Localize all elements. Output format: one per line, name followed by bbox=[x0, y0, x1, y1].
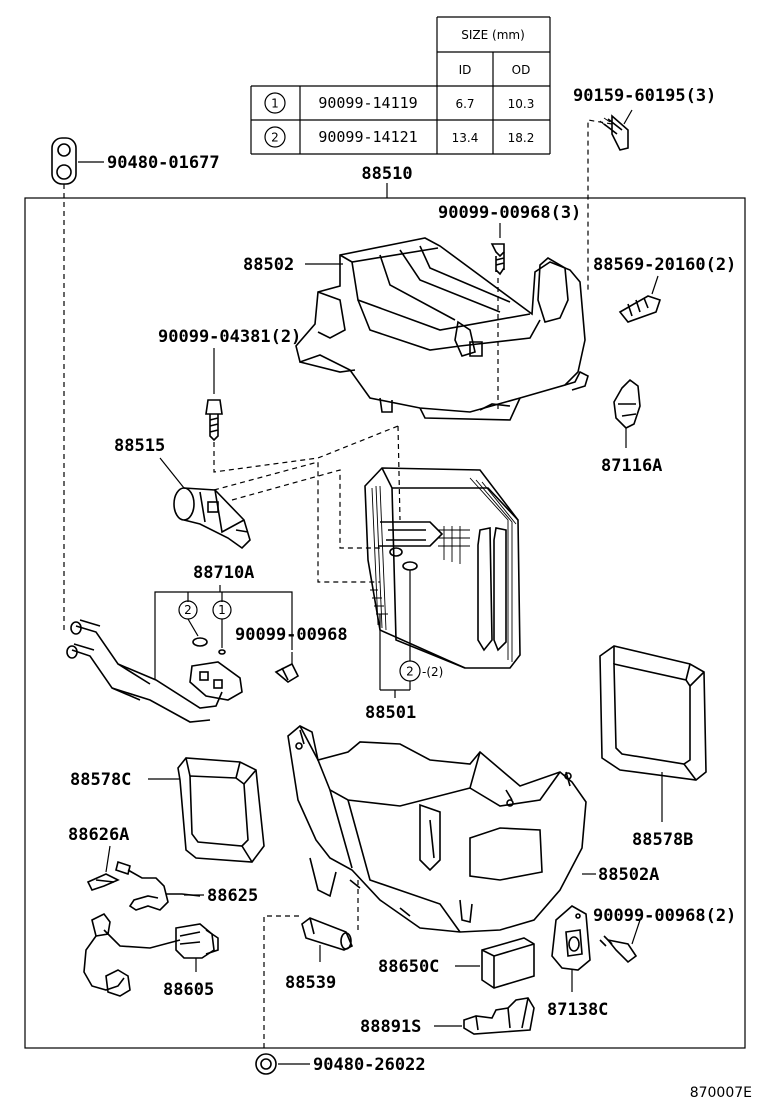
id-header: ID bbox=[459, 63, 472, 77]
label-90480-01677: 90480-01677 bbox=[107, 153, 220, 173]
row2-od: 18.2 bbox=[508, 131, 535, 145]
plate-87138C-icon bbox=[551, 905, 591, 971]
label-88578B: 88578B bbox=[632, 830, 693, 850]
bolt-90099-04381-icon bbox=[205, 399, 223, 442]
sensor-88625-icon bbox=[115, 860, 201, 911]
label-90159: 90159-60195(3) bbox=[573, 86, 716, 106]
label-88501: 88501 bbox=[365, 703, 416, 723]
screw-90099-00968-b-icon bbox=[274, 662, 300, 683]
label-88510: 88510 bbox=[361, 164, 412, 184]
label-87138C: 87138C bbox=[547, 1000, 608, 1020]
label-88539: 88539 bbox=[285, 973, 336, 993]
label-88710A: 88710A bbox=[193, 563, 254, 583]
lower-case-88502A-icon bbox=[287, 725, 587, 933]
label-88891S: 88891S bbox=[360, 1017, 421, 1037]
size-header: SIZE (mm) bbox=[461, 28, 525, 42]
clip-88626A-icon bbox=[86, 873, 120, 891]
bracket-88891S-icon bbox=[463, 997, 535, 1035]
row2-number: 2 bbox=[271, 131, 279, 145]
filter-88650C-icon bbox=[481, 937, 535, 989]
callouts-88710A: 2 1 bbox=[178, 592, 232, 655]
expansion-valve-88515-icon bbox=[173, 487, 251, 550]
clip-88569-icon bbox=[618, 295, 662, 323]
assembly-frame bbox=[24, 197, 746, 1049]
row2-part: 90099-14121 bbox=[318, 128, 417, 146]
circle-2-tube: 2 bbox=[184, 603, 192, 617]
evaporator-88501-icon bbox=[364, 467, 521, 669]
label-90480-26022: 90480-26022 bbox=[313, 1055, 426, 1075]
grommet-90480-bottom-icon bbox=[255, 1053, 277, 1075]
seal-88578C-icon bbox=[177, 757, 265, 863]
grommet-90480-top-icon bbox=[51, 137, 77, 185]
screw-90159-icon bbox=[599, 114, 629, 151]
label-88502: 88502 bbox=[243, 255, 294, 275]
label-90099-00968-2: 90099-00968(2) bbox=[593, 906, 736, 926]
row1-number: 1 bbox=[271, 97, 279, 111]
label-90099-00968-mid: 90099-00968 bbox=[235, 625, 348, 645]
upper-case-88502-icon bbox=[295, 237, 589, 421]
screw-90099-00968-c-icon bbox=[599, 935, 638, 964]
label-88515: 88515 bbox=[114, 436, 165, 456]
row2-id: 13.4 bbox=[452, 131, 479, 145]
row1-od: 10.3 bbox=[508, 97, 535, 111]
label-90099-00968-3: 90099-00968(3) bbox=[438, 203, 581, 223]
label-88650C: 88650C bbox=[378, 957, 439, 977]
label-88578C: 88578C bbox=[70, 770, 131, 790]
od-header: OD bbox=[512, 63, 531, 77]
label-88605: 88605 bbox=[163, 980, 214, 1000]
circle-2-evaporator: 2 bbox=[406, 665, 414, 679]
label-88569: 88569-20160(2) bbox=[593, 255, 736, 275]
label-88625: 88625 bbox=[207, 886, 258, 906]
clamp-87116A-icon bbox=[613, 378, 641, 429]
row1-part: 90099-14119 bbox=[318, 94, 417, 112]
harness-88605-icon bbox=[83, 912, 219, 997]
label-88626A: 88626A bbox=[68, 825, 129, 845]
tube-assembly-88710A-icon bbox=[66, 619, 243, 723]
size-table: SIZE (mm) ID OD 1 90099-14119 6.7 10.3 2… bbox=[250, 16, 551, 155]
label-90099-04381: 90099-04381(2) bbox=[158, 327, 301, 347]
row1-id: 6.7 bbox=[455, 97, 474, 111]
oring-callout-evaporator: 2 -(2) bbox=[399, 570, 443, 682]
circle-1-tube: 1 bbox=[218, 603, 226, 617]
diagram-ref-code: 870007E bbox=[690, 1085, 752, 1101]
screw-90099-00968-a-icon bbox=[490, 243, 505, 276]
evaporator-oring-qty: -(2) bbox=[422, 665, 443, 679]
label-88502A: 88502A bbox=[598, 865, 659, 885]
seal-88578B-icon bbox=[599, 645, 707, 781]
drain-88539-icon bbox=[301, 917, 354, 951]
label-87116A: 87116A bbox=[601, 456, 662, 476]
